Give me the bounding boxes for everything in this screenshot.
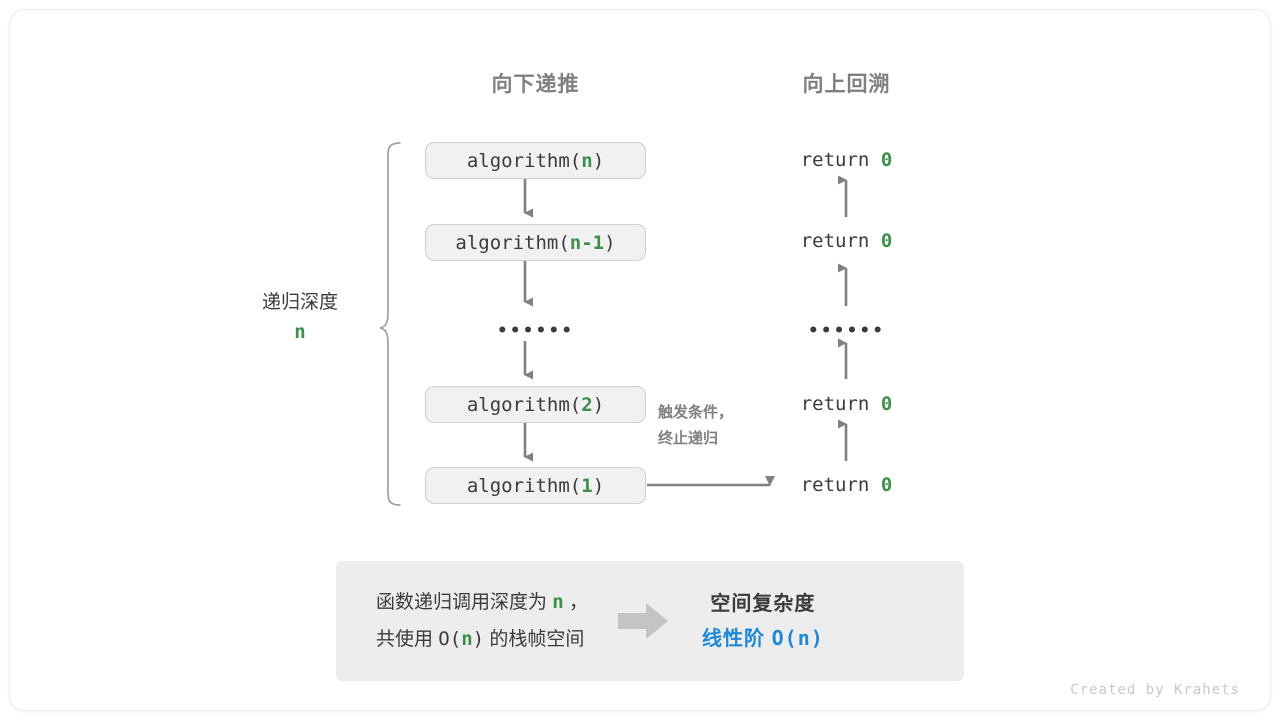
return-label-2: return 0 (736, 230, 957, 252)
summary-line-2-var: n (461, 628, 473, 650)
return-label-2-keyword: return (800, 230, 870, 252)
recursion-depth-label: 递归深度 n (235, 288, 365, 346)
call-box-1-arg: n (581, 149, 593, 172)
call-box-4-arg: 1 (581, 474, 593, 497)
termination-note-line2: 终止递归 (658, 430, 719, 447)
summary-line-2-text: 共使用 (376, 629, 434, 650)
call-box-4: algorithm(1) (425, 467, 646, 504)
call-box-2: algorithm(n-1) (425, 224, 646, 261)
recursion-depth-value: n (294, 321, 306, 343)
call-box-3-arg: 2 (581, 393, 593, 416)
summary-left-text: 函数递归调用深度为 n ， 共使用 O(n) 的栈帧空间 (376, 584, 588, 658)
summary-line-1-comma: ， (569, 592, 589, 613)
call-box-4-close: ) (592, 474, 605, 497)
termination-note-line1: 触发条件， (658, 404, 734, 421)
credit-text: Created by Krahets (1070, 682, 1240, 698)
summary-line-2-close: ) (472, 628, 485, 650)
summary-complexity-bigo: O(n) (771, 625, 824, 650)
return-label-4-keyword: return (800, 474, 870, 496)
summary-line-2-bigo: O( (438, 628, 462, 650)
column-title-downward: 向下递推 (491, 73, 580, 96)
return-label-4: return 0 (736, 474, 957, 496)
return-label-3-value: 0 (880, 393, 893, 415)
return-label-1: return 0 (736, 149, 957, 171)
summary-complexity-title: 空间复杂度 (710, 592, 816, 615)
summary-panel: 函数递归调用深度为 n ， 共使用 O(n) 的栈帧空间 空间复杂度 线性阶 O… (336, 561, 964, 681)
call-box-3-close: ) (592, 393, 605, 416)
depth-brace (379, 142, 401, 506)
return-label-3: return 0 (736, 393, 957, 415)
summary-complexity-value: 线性阶 O(n) (702, 621, 824, 656)
termination-note: 触发条件， 终止递归 (658, 400, 733, 452)
return-label-2-value: 0 (880, 230, 893, 252)
summary-right-text: 空间复杂度 线性阶 O(n) (702, 587, 824, 656)
summary-line-2-tail: 的栈帧空间 (489, 629, 585, 650)
call-box-4-name: algorithm( (466, 474, 582, 497)
call-box-1: algorithm(n) (425, 142, 646, 179)
diagram-canvas: 向下递推 向上回溯 (10, 10, 1270, 710)
summary-block-arrow (618, 601, 670, 641)
call-box-1-name: algorithm( (466, 149, 582, 172)
right-block-arrow-icon (618, 603, 669, 639)
call-box-3-name: algorithm( (466, 393, 582, 416)
call-box-1-close: ) (592, 149, 605, 172)
return-label-3-keyword: return (800, 393, 870, 415)
summary-line-1-var: n (552, 591, 564, 613)
call-box-3: algorithm(2) (425, 386, 646, 423)
return-label-4-value: 0 (880, 474, 893, 496)
column-title-upward: 向上回溯 (802, 73, 891, 96)
call-box-2-close: ) (604, 231, 616, 254)
recursion-depth-text: 递归深度 (261, 292, 338, 313)
call-box-2-arg: n-1 (569, 231, 605, 254)
summary-line-2: 共使用 O(n) 的栈帧空间 (376, 621, 588, 658)
left-column-ellipsis: •••••• (496, 321, 575, 341)
summary-line-1-text: 函数递归调用深度为 (376, 592, 548, 613)
right-column-ellipsis: •••••• (807, 321, 886, 341)
summary-complexity-order: 线性阶 (702, 627, 766, 650)
return-label-1-value: 0 (880, 149, 893, 171)
call-box-2-name: algorithm( (455, 231, 570, 254)
summary-line-1: 函数递归调用深度为 n ， (376, 584, 588, 621)
return-label-1-keyword: return (800, 149, 870, 171)
